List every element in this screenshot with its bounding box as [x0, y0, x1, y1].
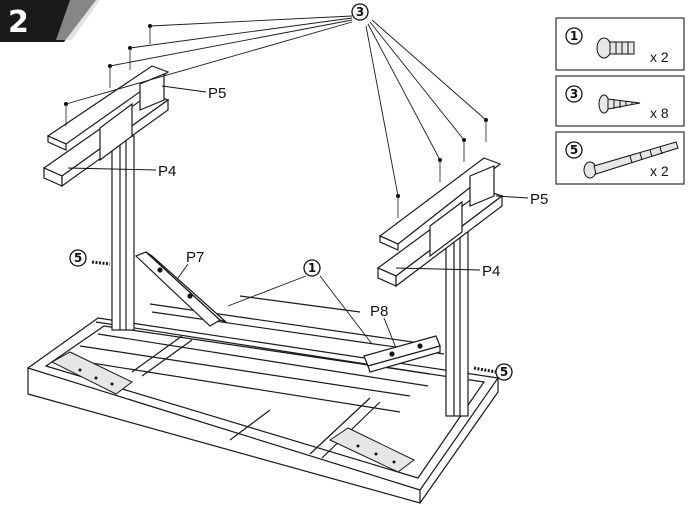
bolt-5-right [473, 366, 497, 374]
bolt-5-left [91, 260, 111, 266]
svg-text:5: 5 [74, 251, 82, 265]
hex-socket-bolt-short-icon [596, 37, 635, 59]
svg-text:x 8: x 8 [650, 105, 669, 121]
part-label-p4-left: P4 [67, 163, 176, 180]
svg-text:P5: P5 [530, 191, 548, 208]
callout-3: 3 [351, 3, 369, 21]
hardware-panel-3: 3 x 8 [555, 75, 685, 127]
wood-screw-icon [598, 94, 641, 114]
hardware-panel-1: 1 x 2 [555, 17, 685, 71]
svg-text:3: 3 [356, 5, 364, 19]
right-leg [445, 217, 469, 417]
callout-1: 1 [303, 259, 321, 277]
corner-plate-left [50, 351, 133, 395]
desk-frame [26, 295, 500, 504]
svg-text:1: 1 [308, 261, 316, 275]
part-label-p8: P8 [370, 303, 397, 349]
part-label-p4-right: P4 [395, 263, 500, 280]
callout-1-leaders [227, 275, 373, 345]
callout-5-right: 5 [495, 363, 513, 381]
svg-text:5: 5 [570, 143, 578, 157]
svg-text:3: 3 [570, 87, 578, 101]
svg-text:5: 5 [500, 365, 508, 379]
part-label-p5-left: P5 [161, 85, 226, 102]
cross-brace-p8 [363, 335, 441, 373]
step-badge: 2 [0, 0, 100, 42]
part-label-p7: P7 [177, 249, 204, 279]
hardware-panel-5: 5 x 2 [555, 131, 685, 185]
part-label-p5-right: P5 [495, 191, 548, 208]
svg-text:P5: P5 [208, 85, 226, 102]
svg-text:P7: P7 [186, 249, 204, 266]
left-leg [111, 135, 135, 331]
callout-3-leaders [65, 15, 487, 197]
hex-socket-bolt-long-icon [583, 141, 679, 179]
cross-brace-p7 [134, 251, 227, 327]
left-top-bracket [42, 65, 170, 188]
callout-5-left: 5 [69, 249, 87, 267]
svg-text:P8: P8 [370, 303, 388, 320]
svg-text:P4: P4 [158, 163, 176, 180]
corner-plate-right [328, 427, 415, 473]
step-number: 2 [8, 5, 29, 40]
svg-text:1: 1 [570, 29, 578, 43]
svg-text:x 2: x 2 [650, 163, 669, 179]
svg-text:x 2: x 2 [650, 49, 669, 65]
svg-text:P4: P4 [482, 263, 500, 280]
screw-drop-lines [65, 28, 487, 218]
right-top-bracket [376, 157, 504, 288]
